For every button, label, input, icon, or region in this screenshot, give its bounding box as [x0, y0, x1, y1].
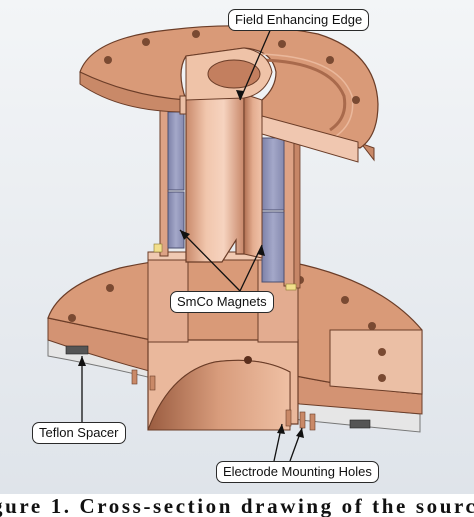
label-smco-magnets: SmCo Magnets [170, 291, 274, 313]
bolt-hole [278, 40, 286, 48]
bolt-hole [244, 356, 252, 364]
label-field-enhancing-edge: Field Enhancing Edge [228, 9, 370, 31]
magnet-left-top [167, 111, 185, 191]
bolt-hole [142, 38, 150, 46]
leader-arrowheads [78, 90, 304, 438]
magnet-left-bottom [167, 191, 185, 249]
magnet-right-top [261, 137, 285, 211]
bolt-hole [106, 284, 114, 292]
bolt-hole [68, 314, 76, 322]
bolt-hole [352, 96, 360, 104]
bolt-hole [192, 30, 200, 38]
label-electrode-mounting-holes: Electrode Mounting Holes [216, 461, 379, 483]
central-body [147, 93, 301, 431]
top-flange [79, 25, 379, 163]
figure-caption-text: gure 1. Cross-section drawing of the sou… [0, 496, 474, 517]
bolt-hole [378, 374, 386, 382]
bolt-hole [326, 56, 334, 64]
electrode-pins [65, 345, 371, 431]
bolt-hole [368, 322, 376, 330]
magnet-right-bottom [261, 211, 285, 283]
bolt-hole [378, 348, 386, 356]
label-teflon-spacer: Teflon Spacer [32, 422, 126, 444]
bolt-hole [104, 56, 112, 64]
cross-section-drawing [0, 0, 474, 494]
figure-caption: gure 1. Cross-section drawing of the sou… [0, 496, 474, 517]
bolt-hole [341, 296, 349, 304]
